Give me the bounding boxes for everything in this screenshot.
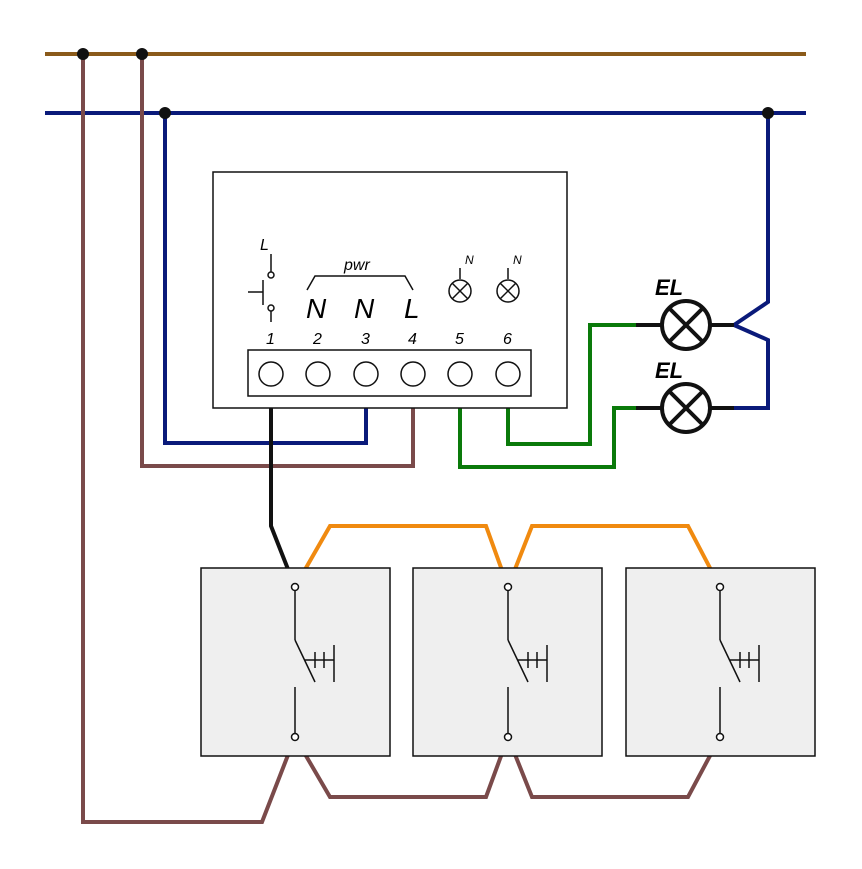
terminal-screw (258, 361, 284, 387)
terminal-screw (495, 361, 521, 387)
control-wire (269, 374, 297, 588)
lamp-output-wire-2 (458, 374, 662, 469)
junction-dot (762, 107, 774, 119)
terminal-number: 3 (361, 331, 370, 348)
relay-supply-l-wire (140, 54, 415, 468)
terminal-screw (353, 361, 379, 387)
junction-dot (77, 48, 89, 60)
lamp-6-n-label: N (513, 253, 522, 267)
lamp-symbol-small (448, 268, 472, 303)
lamp-symbol-small (496, 268, 520, 303)
terminal-block (247, 349, 532, 397)
lamp-el-2 (660, 382, 712, 434)
lamp-5-n-label: N (465, 253, 474, 267)
terminal-screw (447, 361, 473, 387)
pushbutton-symbol (248, 254, 275, 322)
lamp-neutral-wire (710, 113, 770, 327)
terminal-screw (400, 361, 426, 387)
switch-common-wire (81, 54, 722, 824)
button-l-label: L (260, 237, 269, 254)
lamp-el-1-label: EL (655, 275, 683, 300)
junction-dot (159, 107, 171, 119)
switch-box-1 (200, 567, 391, 757)
terminal-screws (258, 361, 521, 387)
terminal-2-label: N (306, 293, 327, 324)
terminal-3-label: N (354, 293, 375, 324)
junction-dot (136, 48, 148, 60)
terminal-4-label: L (404, 293, 420, 324)
terminal-number: 6 (503, 331, 512, 348)
lamp-el-2-label: EL (655, 358, 683, 383)
pwr-bracket (306, 275, 414, 291)
lamp-output-wire-1 (506, 323, 662, 446)
terminal-screw (305, 361, 331, 387)
lamp-el-1 (660, 299, 712, 351)
lamp-neutral-wire-2 (710, 323, 770, 410)
terminal-number: 4 (408, 331, 417, 348)
switch-box-2 (412, 567, 603, 757)
terminal-number: 2 (312, 331, 322, 348)
terminal-number: 1 (266, 331, 275, 348)
terminal-number: 5 (455, 331, 464, 348)
switch-box-3 (625, 567, 816, 757)
pwr-label: pwr (343, 257, 370, 274)
